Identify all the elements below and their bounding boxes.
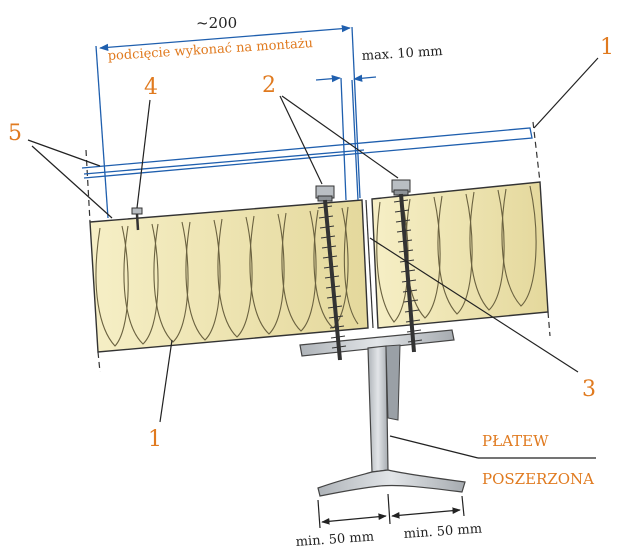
dimension-lines: [81, 25, 533, 219]
undercut-note: podcięcie wykonać na montażu: [107, 36, 313, 64]
flange-right-label: min. 50 mm: [403, 522, 482, 542]
callout-1-bottom: 1: [148, 427, 162, 452]
callout-1-top: 1: [600, 35, 614, 60]
purlin-label-line2: POSZERZONA: [482, 470, 594, 488]
right-panel: [371, 181, 549, 329]
panel-end-lines: [85, 121, 551, 373]
callout-2: 2: [262, 73, 276, 98]
purlin-label-line1: PŁATEW: [482, 432, 549, 450]
flange-dimension: [317, 493, 465, 529]
callout-4: 4: [144, 75, 158, 100]
joint-gap-label: max. 10 mm: [361, 44, 443, 64]
widened-purlin: [299, 329, 466, 497]
flange-left-label: min. 50 mm: [295, 530, 374, 550]
callout-3: 3: [582, 377, 596, 402]
leader-lines: [27, 57, 599, 459]
panel-joint: [365, 199, 374, 329]
screw-left: [315, 185, 347, 361]
screw-right: [391, 179, 423, 353]
overall-dimension-label: ~200: [196, 14, 237, 32]
callout-5: 5: [8, 121, 22, 146]
